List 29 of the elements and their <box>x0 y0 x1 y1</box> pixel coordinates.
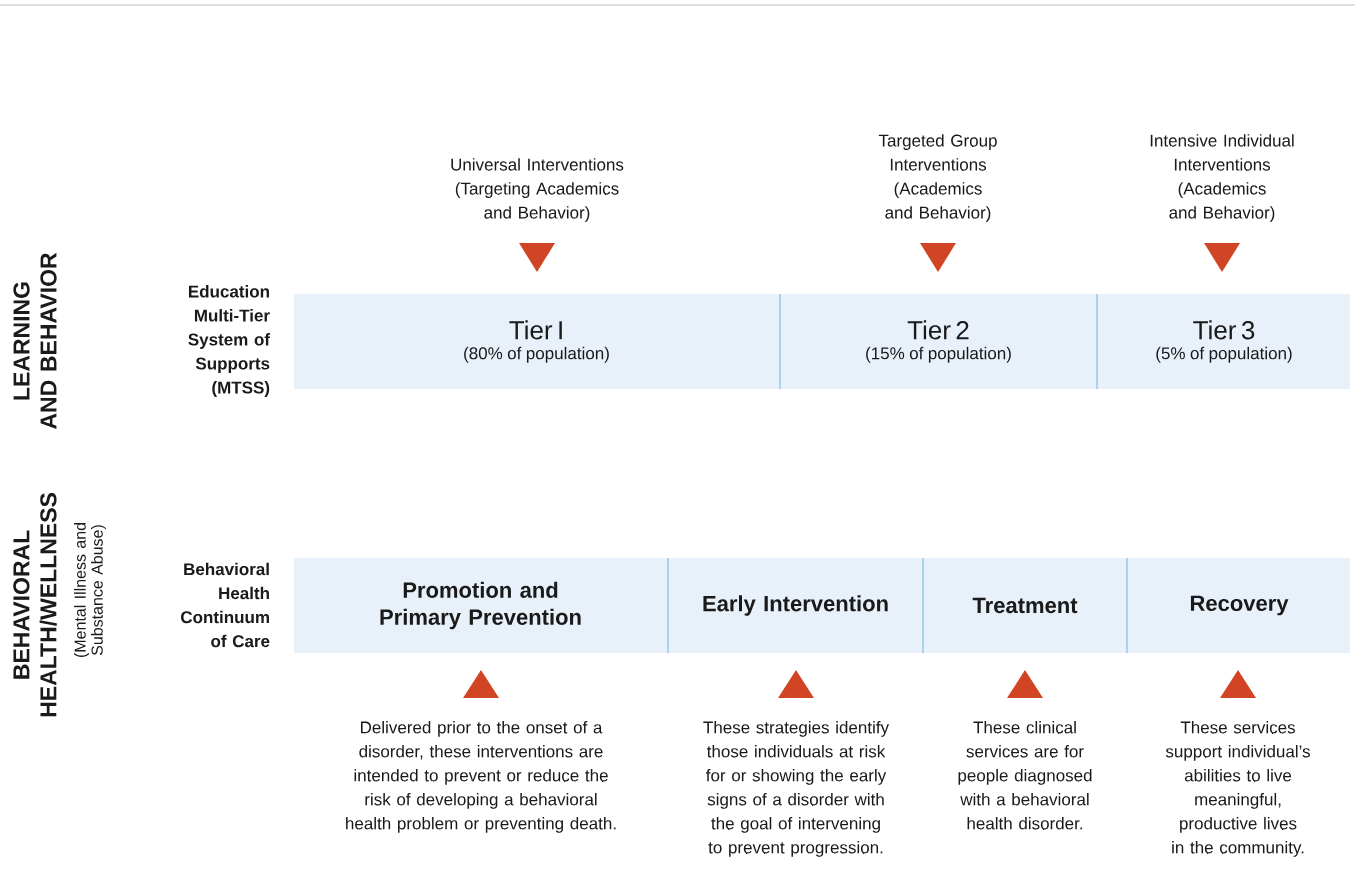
section-subtitle: (Mental Illness and Substance Abuse) <box>74 523 106 658</box>
intervention-text: Targeted Group Interventions (Academics and Behavior) <box>878 134 997 222</box>
row-label: Education Multi-Tier System of Supports (MTSS) <box>188 285 270 397</box>
section-title: LEARNING AND BEHAVIOR <box>13 252 57 430</box>
node-label: (80% of population) <box>464 346 609 363</box>
row-label: Behavioral Health Continuum of Care <box>181 562 270 648</box>
stage-box: Early Intervention <box>669 558 922 653</box>
stage-box: Promotion and Primary Prevention <box>294 558 667 653</box>
node-label: Tier I <box>509 320 562 340</box>
description-text: These clinical services are for people diagnosed with a behavioral health disorder. <box>958 721 1092 830</box>
tier-box: Tier 2 (15% of population) <box>781 294 1096 389</box>
description-text: Delivered prior to the onset of a disorder, these interventions are intended to prevent or reduce the risk of developing a behavioral health problem or preventing death. <box>346 721 616 833</box>
node-label: Promotion and Primary Prevention <box>380 581 581 630</box>
node-label: Treatment <box>972 597 1078 614</box>
node-label: (5% of population) <box>1156 346 1292 363</box>
stage-box: Recovery <box>1128 558 1350 653</box>
intervention-text: Intensive Individual Interventions (Academics and Behavior) <box>1150 134 1294 222</box>
node-label: (15% of population) <box>866 346 1011 363</box>
node-label: Early Intervention <box>703 595 888 616</box>
tier-box: Tier 3 (5% of population) <box>1098 294 1350 389</box>
stage-box: Treatment <box>924 558 1126 653</box>
node-label: Tier 3 <box>1193 320 1255 340</box>
tier-box: Tier I (80% of population) <box>294 294 779 389</box>
node-label: Tier 2 <box>907 320 969 340</box>
intervention-text: Universal Interventions (Targeting Academics and Behavior) <box>451 158 624 222</box>
description-text: These strategies identify those individuals at risk for or showing the early signs of a disorder with the goal of intervening to prevent progression. <box>703 721 889 857</box>
section-title: BEHAVIORAL HEALTH/WELLNESS <box>13 493 57 717</box>
description-text: These services support individual’s abilities to live meaningful, productive lives in the community. <box>1165 721 1310 857</box>
node-label: Recovery <box>1190 595 1289 616</box>
